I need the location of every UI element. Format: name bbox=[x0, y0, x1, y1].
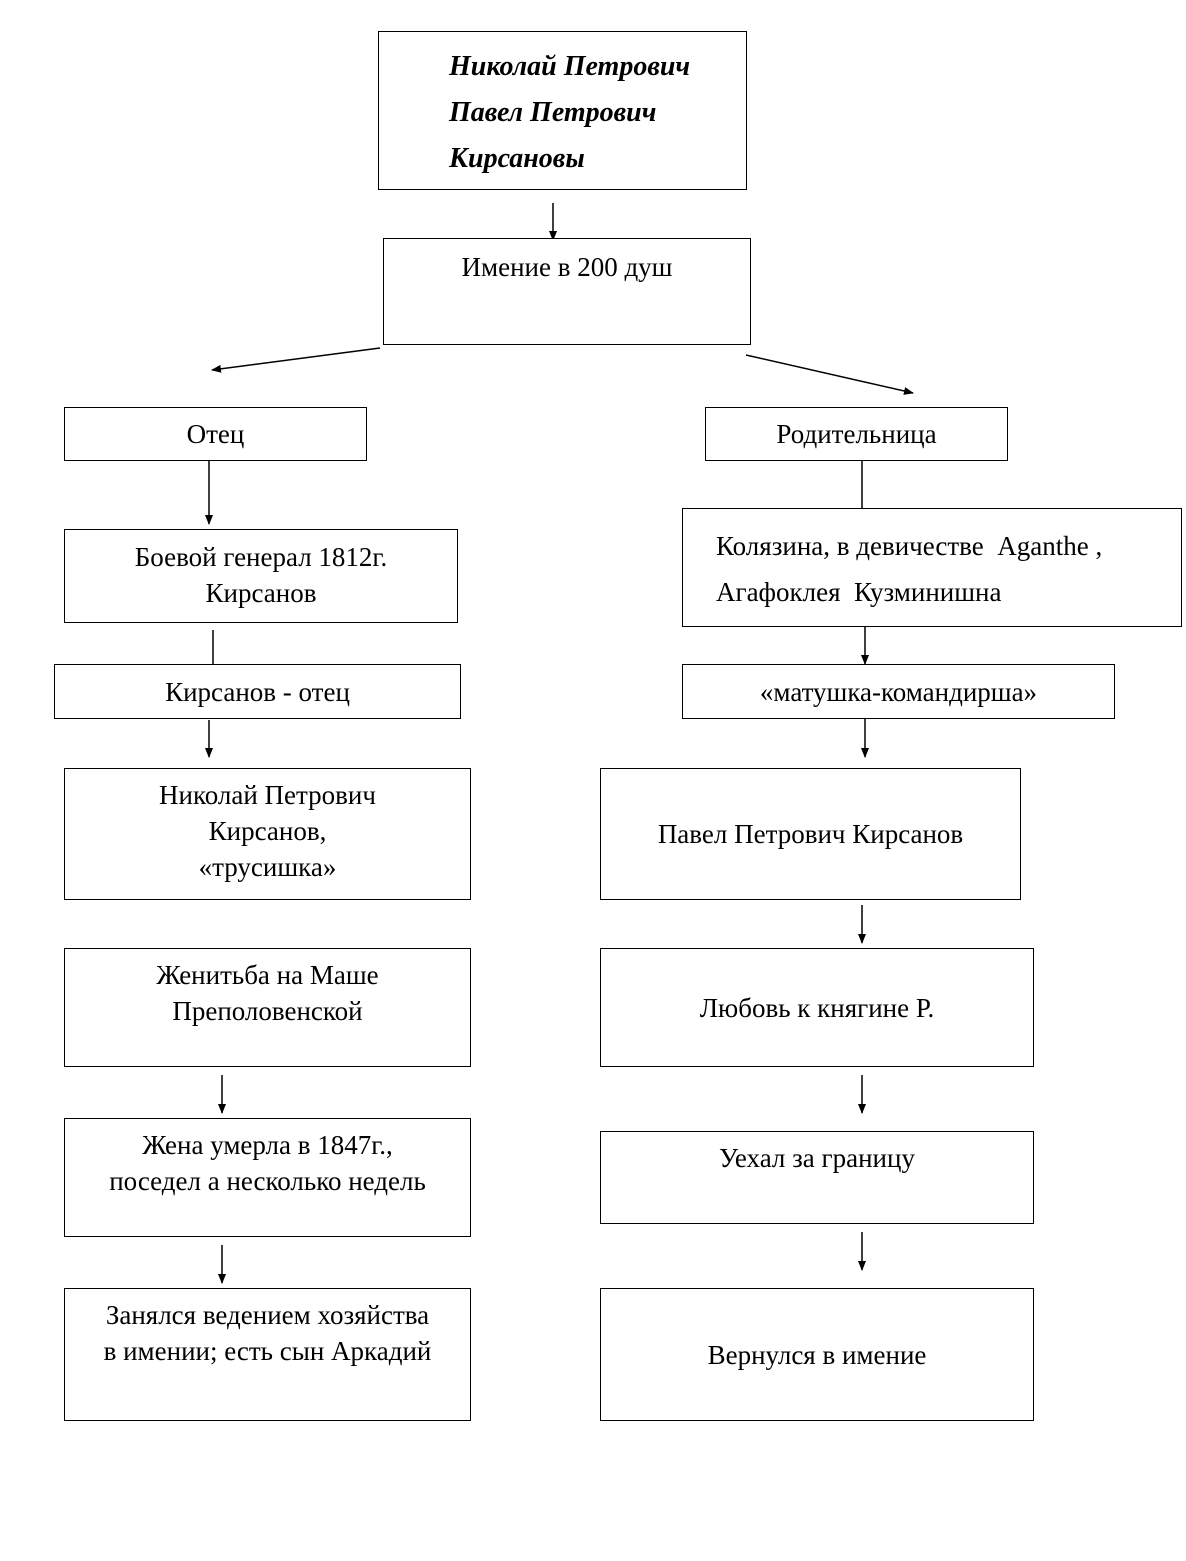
mother-header-box: Родительница bbox=[705, 407, 1008, 461]
pavel-label: Павел Петрович Кирсанов bbox=[657, 819, 964, 849]
mother-line-2: Агафоклея Кузминишна bbox=[716, 577, 1002, 607]
nikolai-box: Николай Петрович Кирсанов, «трусишка» bbox=[64, 768, 471, 900]
marriage-line-1: Женитьба на Маше bbox=[156, 960, 379, 990]
root-kirsanovs-box: Николай Петрович Павел Петрович Кирсанов… bbox=[378, 31, 747, 190]
wife-died-line-1: Жена умерла в 1847г., bbox=[142, 1130, 393, 1160]
nickname-label: «матушка-командирша» bbox=[759, 676, 1038, 707]
root-line-1: Николай Петрович bbox=[449, 51, 691, 82]
nikolai-line-3: «трусишка» bbox=[198, 852, 337, 882]
returned-label: Вернулся в имение bbox=[707, 1339, 927, 1370]
farming-box: Занялся ведением хозяйства в имении; ест… bbox=[64, 1288, 471, 1421]
wife-died-line-2: поседел а несколько недель bbox=[109, 1166, 426, 1196]
abroad-box: Уехал за границу bbox=[600, 1131, 1034, 1224]
love-label: Любовь к княгине Р. bbox=[699, 992, 935, 1023]
farming-line-1: Занялся ведением хозяйства bbox=[105, 1300, 430, 1330]
mother-box: Колязина, в девичестве Aganthe , Агафокл… bbox=[682, 508, 1182, 627]
pavel-box: Павел Петрович Кирсанов bbox=[600, 768, 1021, 900]
kirsanov-father-label: Кирсанов - отец bbox=[165, 676, 350, 707]
mother-line-1: Колязина, в девичестве Aganthe , bbox=[716, 531, 1103, 561]
mother-header-label: Родительница bbox=[776, 419, 937, 449]
arrow-estate-to-father bbox=[211, 347, 381, 373]
father-header-label: Отец bbox=[186, 419, 245, 449]
nickname-box: «матушка-командирша» bbox=[682, 664, 1115, 719]
general-line-2: Кирсанов bbox=[205, 578, 317, 608]
general-line-1: Боевой генерал 1812г. bbox=[134, 542, 388, 572]
love-box: Любовь к княгине Р. bbox=[600, 948, 1034, 1067]
returned-box: Вернулся в имение bbox=[600, 1288, 1034, 1421]
general-box: Боевой генерал 1812г. Кирсанов bbox=[64, 529, 458, 623]
arrow-estate-to-mother bbox=[745, 354, 914, 395]
estate-box: Имение в 200 душ bbox=[383, 238, 751, 345]
wife-died-box: Жена умерла в 1847г., поседел а нескольк… bbox=[64, 1118, 471, 1237]
kirsanov-father-box: Кирсанов - отец bbox=[54, 664, 461, 719]
marriage-line-2: Преполовенской bbox=[172, 996, 363, 1026]
farming-line-2: в имении; есть сын Аркадий bbox=[103, 1336, 432, 1366]
nikolai-line-1: Николай Петрович bbox=[159, 780, 376, 810]
estate-label: Имение в 200 душ bbox=[461, 252, 673, 282]
marriage-box: Женитьба на Маше Преполовенской bbox=[64, 948, 471, 1067]
abroad-label: Уехал за границу bbox=[719, 1143, 915, 1173]
father-header-box: Отец bbox=[64, 407, 367, 461]
nikolai-line-2: Кирсанов, bbox=[208, 816, 327, 846]
root-line-2: Павел Петрович bbox=[449, 97, 657, 128]
root-line-3: Кирсановы bbox=[449, 143, 585, 174]
